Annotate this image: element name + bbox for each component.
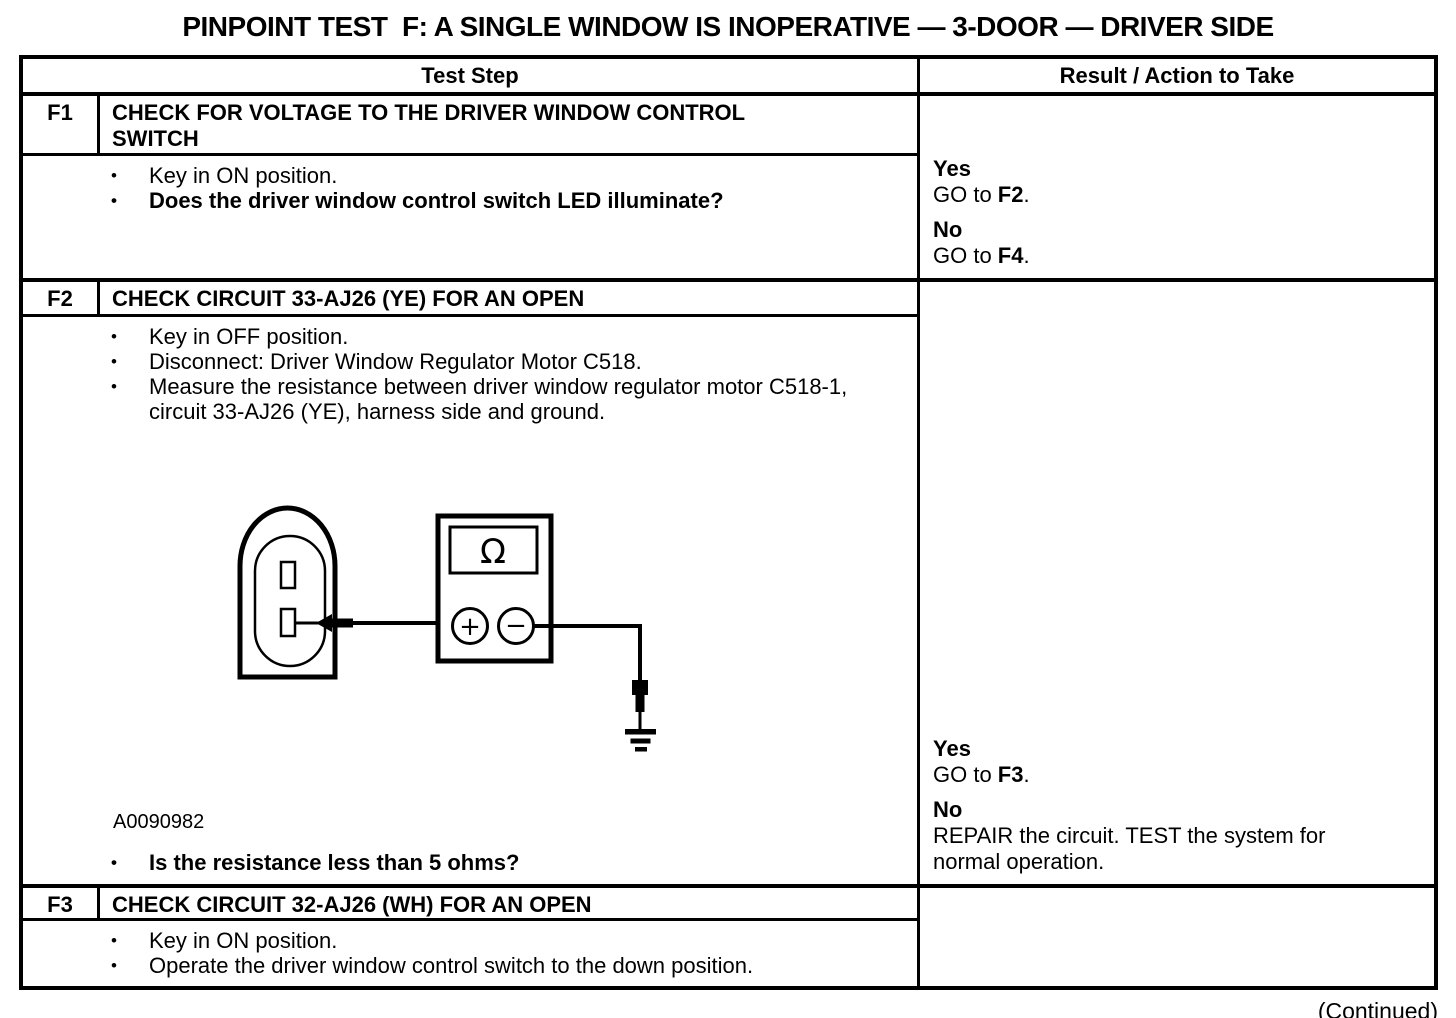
bullet-icon: • — [111, 931, 117, 950]
step-id: F1 — [23, 96, 100, 153]
ohm-symbol: Ω — [480, 532, 506, 572]
instruction-item: • Operate the driver window control swit… — [23, 953, 917, 978]
step-header-f1: F1 CHECK FOR VOLTAGE TO THE DRIVER WINDO… — [23, 96, 917, 156]
question-item: • Does the driver window control switch … — [23, 188, 917, 213]
connector-pin — [279, 607, 297, 638]
motor-connector-diagram — [237, 505, 338, 680]
step-reference: F3 — [997, 762, 1024, 787]
negative-lead-label: − — [505, 611, 527, 641]
question-text: Does the driver window control switch LE… — [149, 188, 724, 213]
result-action: REPAIR the circuit. TEST the system for … — [933, 823, 1326, 874]
page-title: PINPOINT TEST F: A SINGLE WINDOW IS INOP… — [182, 11, 1274, 42]
bullet-icon: • — [111, 327, 117, 346]
step-header-f3: F3 CHECK CIRCUIT 32-AJ26 (WH) FOR AN OPE… — [23, 888, 917, 921]
negative-terminal-icon — [497, 607, 535, 645]
result-item: No GO to F4. — [933, 217, 1389, 269]
result-answer: Yes — [933, 736, 971, 761]
probe-arrow-icon — [316, 614, 353, 632]
step-reference: F2 — [997, 182, 1024, 207]
result-cell-f1: Yes GO to F2. No GO to F4. — [917, 96, 1434, 278]
instruction-item: • Key in OFF position. — [23, 324, 917, 349]
step-body-f2: • Key in OFF position. • Disconnect: Dri… — [23, 317, 917, 884]
step-reference: F4 — [997, 243, 1024, 268]
positive-lead-label: + — [459, 612, 481, 642]
test-step-block-f2: F2 CHECK CIRCUIT 33-AJ26 (YE) FOR AN OPE… — [23, 278, 1434, 884]
result-item: Yes GO to F3. — [933, 736, 1389, 788]
step-title: CHECK CIRCUIT 32-AJ26 (WH) FOR AN OPEN — [112, 892, 592, 917]
step-id: F3 — [23, 888, 100, 918]
column-header-test-step: Test Step — [421, 63, 519, 88]
continued-note: (Continued) — [1317, 998, 1438, 1018]
result-answer: No — [933, 797, 963, 822]
result-cell-f3 — [917, 888, 1434, 986]
ohmmeter-icon: Ω + − — [435, 513, 554, 664]
instruction-item: • Measure the resistance between driver … — [23, 374, 917, 424]
step-title: CHECK CIRCUIT 33-AJ26 (YE) FOR AN OPEN — [112, 286, 585, 311]
result-answer: No — [933, 217, 963, 242]
bullet-icon: • — [111, 956, 117, 975]
instruction-text: Key in ON position. — [149, 163, 338, 188]
step-title: CHECK FOR VOLTAGE TO THE DRIVER WINDOW C… — [112, 100, 745, 151]
question-item: • Is the resistance less than 5 ohms? — [23, 850, 917, 875]
bullet-icon: • — [111, 352, 117, 371]
instruction-text: Key in ON position. — [149, 928, 338, 953]
pinpoint-test-table: Test Step Result / Action to Take F1 CHE… — [19, 55, 1438, 990]
bullet-icon: • — [111, 166, 117, 185]
positive-terminal-icon — [451, 607, 489, 645]
instruction-text: Operate the driver window control switch… — [149, 953, 754, 978]
result-cell-f2: Yes GO to F3. No REPAIR the circuit. TES… — [917, 282, 1434, 884]
test-step-block-f3: F3 CHECK CIRCUIT 32-AJ26 (WH) FOR AN OPE… — [23, 884, 1434, 986]
instruction-text: Key in OFF position. — [149, 324, 349, 349]
table-header-row: Test Step Result / Action to Take — [23, 59, 1434, 92]
test-step-block-f1: F1 CHECK FOR VOLTAGE TO THE DRIVER WINDO… — [23, 92, 1434, 278]
result-answer: Yes — [933, 156, 971, 181]
step-body-f3: • Key in ON position. • Operate the driv… — [23, 921, 917, 986]
bullet-icon: • — [111, 191, 117, 210]
result-action: GO to F2. — [933, 182, 1030, 207]
result-item: No REPAIR the circuit. TEST the system f… — [933, 797, 1389, 875]
bullet-icon: • — [111, 853, 117, 872]
resistance-test-figure: Ω + − — [237, 505, 656, 752]
instruction-item: • Disconnect: Driver Window Regulator Mo… — [23, 349, 917, 374]
column-header-result-action: Result / Action to Take — [917, 59, 1434, 92]
question-text: Is the resistance less than 5 ohms? — [149, 850, 520, 875]
bullet-icon: • — [111, 377, 117, 396]
step-body-f1: • Key in ON position. • Does the driver … — [23, 156, 917, 278]
instruction-item: • Key in ON position. — [23, 928, 917, 953]
step-id: F2 — [23, 282, 100, 314]
connector-pin — [279, 560, 297, 590]
step-header-f2: F2 CHECK CIRCUIT 33-AJ26 (YE) FOR AN OPE… — [23, 282, 917, 317]
result-action: GO to F4. — [933, 243, 1030, 268]
instruction-text: Measure the resistance between driver wi… — [149, 374, 848, 424]
instruction-text: Disconnect: Driver Window Regulator Moto… — [149, 349, 642, 374]
instruction-item: • Key in ON position. — [23, 163, 917, 188]
figure-reference-number: A0090982 — [113, 811, 205, 833]
ground-symbol-icon — [534, 624, 656, 752]
result-action: GO to F3. — [933, 762, 1030, 787]
test-lead-wire — [295, 614, 439, 632]
result-item: Yes GO to F2. — [933, 156, 1389, 208]
